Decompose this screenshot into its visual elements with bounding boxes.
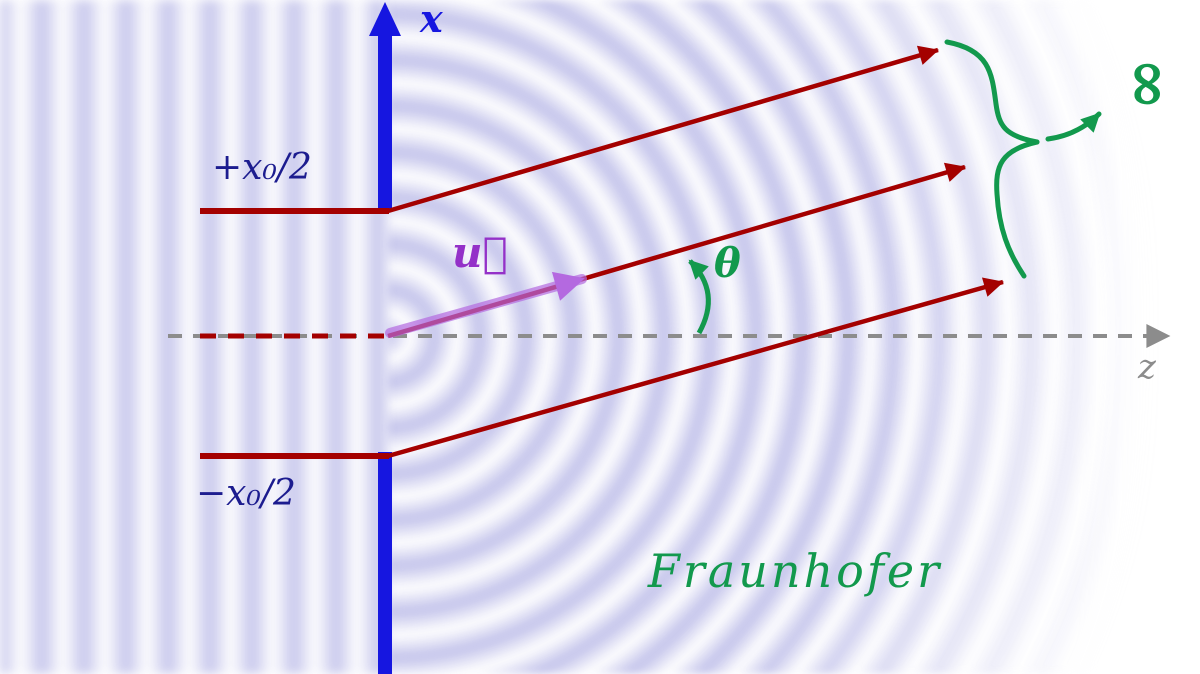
diffracted-ray-top [387,45,939,214]
angle-theta-label: θ [714,240,741,287]
slit-barrier [200,208,389,459]
brace-to-infinity-arrow [1045,111,1102,142]
fraunhofer-caption: Fraunhofer [647,544,943,598]
brace-upper-half [944,39,1040,145]
x-axis-line-lower [378,452,392,674]
x-axis-arrowhead [369,2,401,36]
x-axis [369,2,401,674]
x-axis-label: x [420,0,443,41]
z-axis-label: z [1138,347,1156,387]
infinity-symbol: ∞ [1112,57,1187,111]
diffracted-ray-bottom [387,277,1004,459]
slit-bottom-label: −x₀/2 [196,473,296,514]
wave-vector-label: u⃗ [452,228,508,277]
x-axis-line-upper [378,30,392,212]
far-field-brace [944,39,1102,279]
theta-angle-arc [688,259,711,335]
wave-vector-arrow [385,271,587,338]
slit-top-label: +x₀/2 [212,147,312,188]
brace-lower-half [994,139,1040,279]
